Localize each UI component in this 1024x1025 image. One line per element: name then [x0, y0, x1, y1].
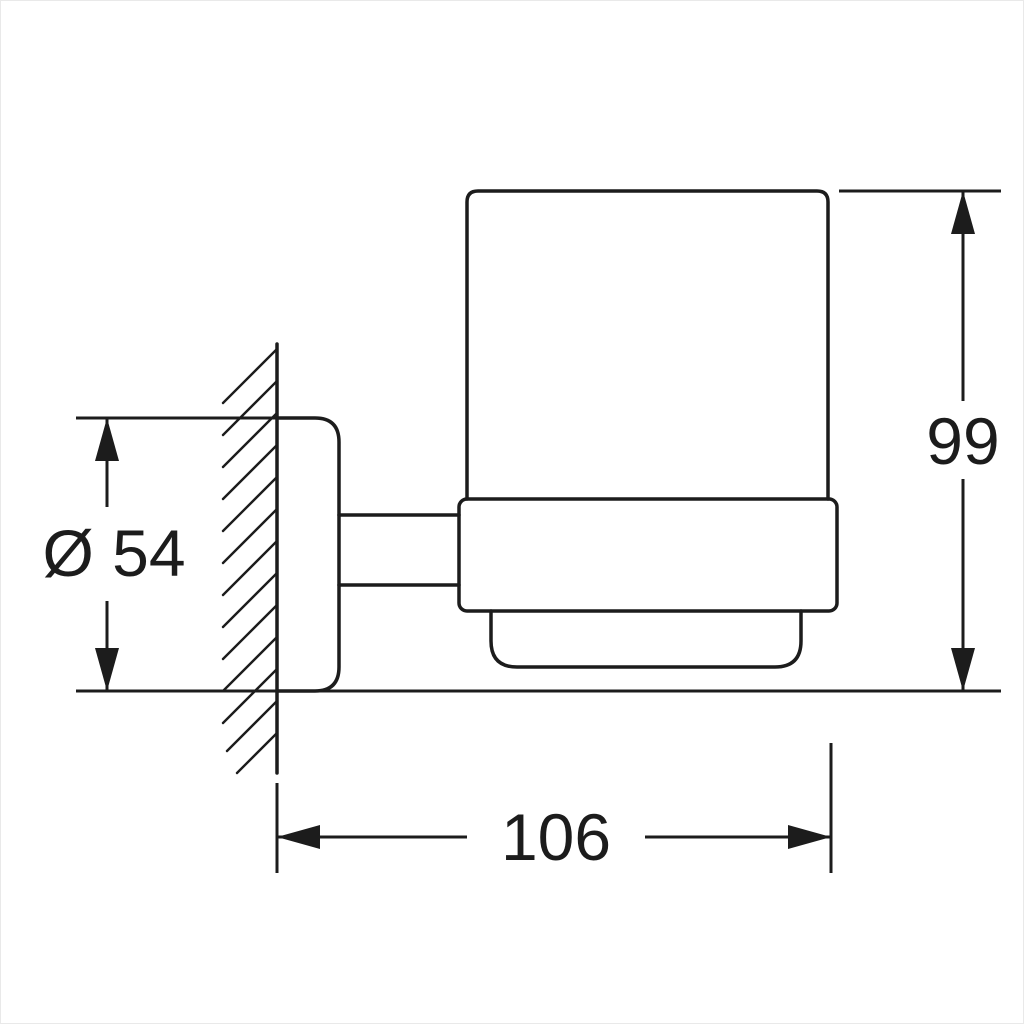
wall — [221, 342, 279, 775]
height-arrow-up — [951, 191, 975, 234]
depth-arrow-right — [788, 825, 831, 849]
holder-body-outline — [457, 497, 839, 613]
dimension-height: 99 — [839, 189, 1001, 691]
dimension-label-diameter: Ø 54 — [42, 516, 185, 590]
dimension-depth: 106 — [275, 743, 833, 874]
glass-bottom-outline — [489, 609, 803, 669]
mounting-plate — [275, 416, 341, 693]
diameter-arrow-up — [95, 418, 119, 461]
wall-hatching — [221, 347, 279, 775]
holder-arm — [337, 513, 461, 587]
dimension-diameter: Ø 54 — [42, 416, 277, 691]
height-arrow-down — [951, 648, 975, 691]
diameter-arrow-down — [95, 648, 119, 691]
glass-upper-outline — [465, 189, 830, 501]
dimension-label-height: 99 — [926, 404, 999, 478]
holder-body — [457, 497, 839, 613]
dimension-label-depth: 106 — [501, 800, 611, 874]
depth-arrow-left — [277, 825, 320, 849]
mounting-plate-outline — [275, 416, 341, 693]
glass-tumbler — [465, 189, 830, 669]
